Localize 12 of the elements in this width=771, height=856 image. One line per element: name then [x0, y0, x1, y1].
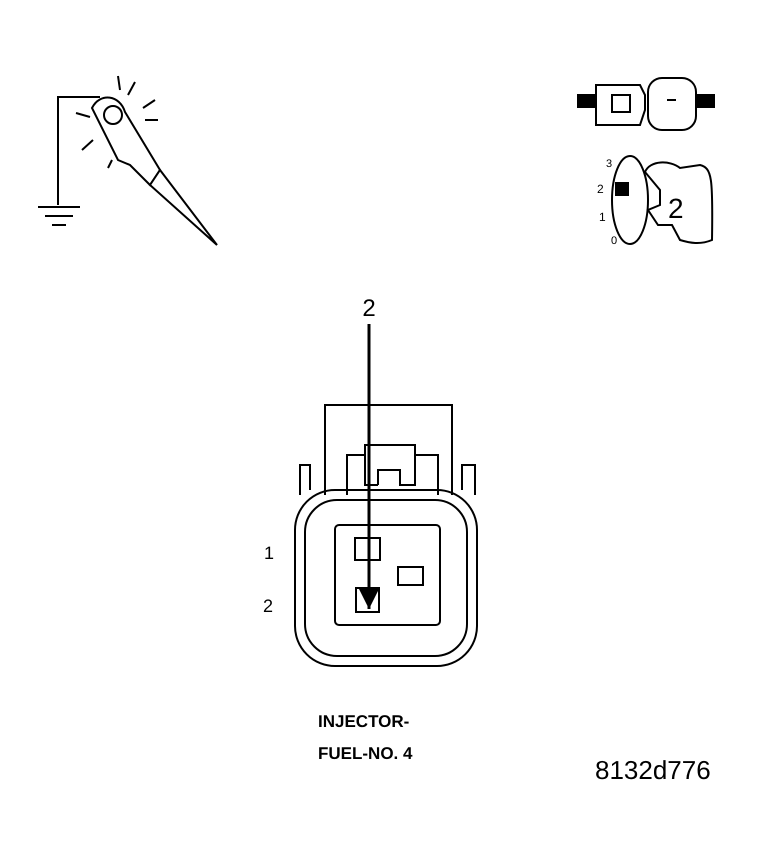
- position-number: 1: [599, 210, 606, 224]
- pin-number: 1: [264, 543, 274, 564]
- arrow: [358, 324, 380, 609]
- figure-id: 8132d776: [595, 755, 711, 786]
- key-position-number: 2: [668, 193, 684, 225]
- position-number: 2: [597, 182, 604, 196]
- terminal-cavity: [355, 587, 380, 613]
- connector-name: INJECTOR- FUEL-NO. 4: [318, 711, 414, 765]
- position-number: 0: [611, 235, 618, 247]
- position-number: 3: [606, 158, 612, 170]
- pin-callout-number: 2: [356, 294, 382, 324]
- pin-number: 2: [263, 596, 274, 617]
